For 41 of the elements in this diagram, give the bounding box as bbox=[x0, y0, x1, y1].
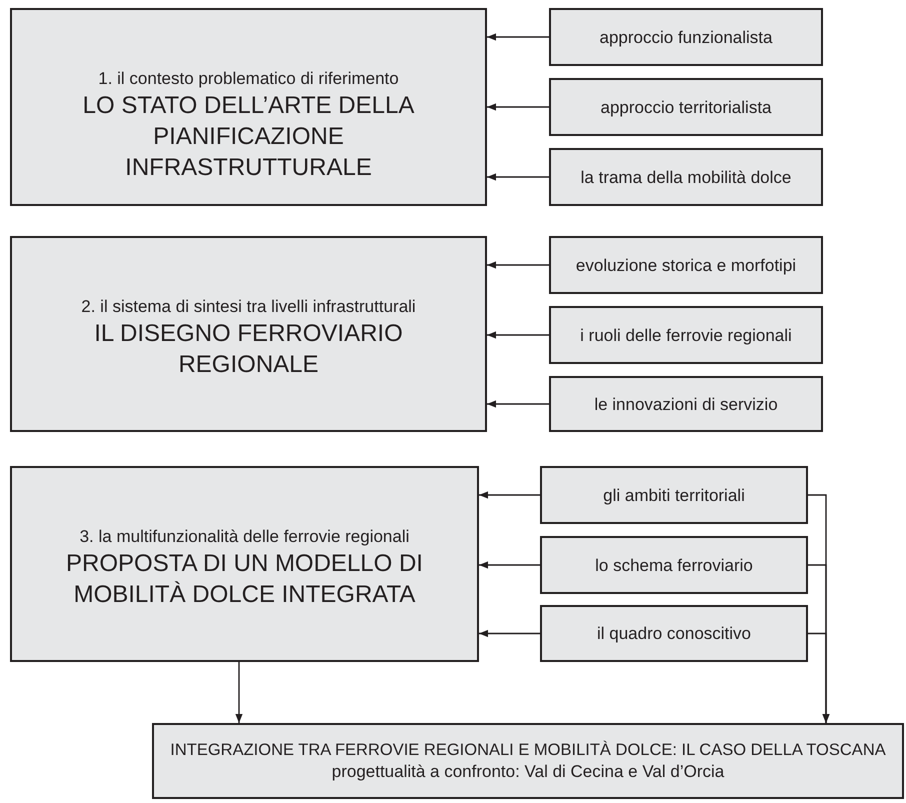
topic-box bbox=[540, 466, 808, 524]
topic-box bbox=[549, 78, 823, 136]
topic-box bbox=[549, 306, 823, 364]
topic-label: i ruoli delle ferrovie regionali bbox=[580, 324, 792, 346]
topic-box bbox=[549, 376, 823, 432]
section-title: LO STATO DELL’ARTE DELLA PIANIFICAZIONE INFRASTRUTTURALE bbox=[82, 91, 416, 183]
arrow bbox=[487, 331, 549, 339]
section-box bbox=[10, 466, 479, 662]
topic-box bbox=[540, 536, 808, 594]
topic-label: il quadro conoscitivo bbox=[596, 623, 752, 644]
section-title: IL DISEGNO FERROVIARIO REGIONALE bbox=[93, 319, 404, 380]
section-box bbox=[10, 8, 487, 206]
conclusion-subtitle: progettualità a confronto: Val di Cecina e Val d’Orcia bbox=[332, 761, 724, 783]
topic-label: le innovazioni di servizio bbox=[594, 394, 778, 414]
arrow bbox=[235, 662, 243, 723]
topic-label: gli ambiti territoriali bbox=[603, 484, 745, 506]
topic-box bbox=[540, 605, 808, 662]
conclusion-box bbox=[152, 723, 904, 799]
topic-label: la trama della mobilità dolce bbox=[580, 166, 792, 188]
topic-label: evoluzione storica e morfotipi bbox=[576, 254, 796, 276]
arrow bbox=[479, 561, 540, 569]
topic-box bbox=[549, 148, 823, 206]
topic-label: approccio territorialista bbox=[600, 96, 772, 118]
arrow bbox=[487, 400, 549, 408]
topic-label: approccio funzionalista bbox=[600, 26, 772, 48]
arrow bbox=[479, 491, 540, 499]
arrow bbox=[487, 173, 549, 181]
arrow bbox=[808, 632, 830, 723]
section-box bbox=[10, 236, 487, 432]
section-subtitle: 1. il contesto problematico di riferimento bbox=[98, 68, 399, 90]
arrow bbox=[487, 33, 549, 41]
section-subtitle: 3. la multifunzionalità delle ferrovie regionali bbox=[80, 526, 410, 548]
arrow bbox=[487, 103, 549, 111]
topic-label: lo schema ferroviario bbox=[595, 554, 753, 576]
arrow bbox=[479, 630, 540, 638]
section-subtitle: 2. il sistema di sintesi tra livelli infrastrutturali bbox=[81, 296, 416, 318]
topic-box bbox=[549, 236, 823, 294]
topic-box bbox=[549, 8, 823, 66]
section-title: PROPOSTA DI UN MODELLO DI MOBILITÀ DOLCE INTEGRATA bbox=[65, 549, 424, 610]
arrow bbox=[487, 261, 549, 269]
conclusion-title: INTEGRAZIONE TRA FERROVIE REGIONALI E MOBILITÀ DOLCE: IL CASO DELLA TOSCANA bbox=[170, 740, 886, 761]
